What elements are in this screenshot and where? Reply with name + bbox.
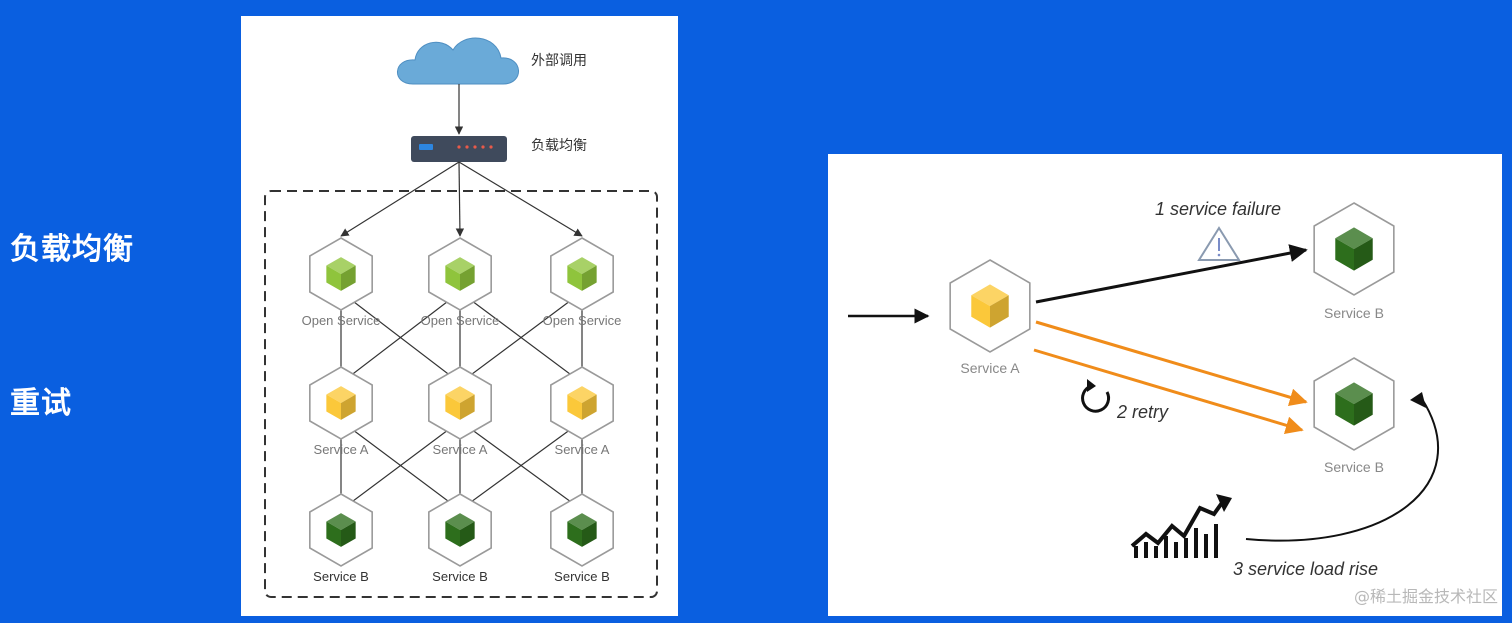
service-a-node <box>949 259 1031 353</box>
routing-arrow <box>458 161 583 237</box>
service-a-node <box>550 366 614 440</box>
retry-svg: 1 service failure 2 retry 3 service load… <box>848 199 1440 579</box>
service-b-node <box>1313 202 1395 296</box>
service-b-label: Service B <box>313 569 369 584</box>
retry-arrow <box>1035 320 1308 407</box>
service-b-label: Service B <box>1324 305 1384 321</box>
warning-icon <box>1197 226 1241 261</box>
load-rise-arrow <box>1245 398 1440 542</box>
watermark: @稀土掘金技术社区 <box>1353 587 1498 606</box>
step-failure-text: 1 service failure <box>1155 199 1281 219</box>
label-load-balancing: 负载均衡 <box>10 232 134 267</box>
service-b-label: Service B <box>432 569 488 584</box>
load-rise-arrowhead <box>1410 392 1426 408</box>
step-load-text: 3 service load rise <box>1233 559 1378 579</box>
service-a-label: Service A <box>314 442 369 457</box>
routing-arrow <box>459 420 583 511</box>
cloud-label: 外部调用 <box>531 53 587 69</box>
open-service-node <box>309 237 373 311</box>
cloud-icon <box>397 37 519 85</box>
load-balancing-svg: 外部调用 负载均衡 Open Service Open Service Open… <box>264 37 658 598</box>
open-service-label: Open Service <box>302 313 381 328</box>
service-b-label: Service B <box>1324 459 1384 475</box>
service-b-label: Service B <box>554 569 610 584</box>
service-a-node <box>309 366 373 440</box>
service-b-node <box>1313 357 1395 451</box>
label-retry: 重试 <box>10 386 72 421</box>
service-b-node <box>309 493 373 567</box>
routing-arrow <box>340 161 460 237</box>
routing-arrow <box>340 420 461 511</box>
routing-arrow <box>340 291 461 384</box>
trend-up-icon <box>1130 494 1232 558</box>
service-a-label: Service A <box>960 360 1020 376</box>
load-balancing-diagram: 外部调用 负载均衡 Open Service Open Service Open… <box>241 16 678 616</box>
routing-arrow <box>459 291 583 384</box>
open-service-node <box>428 237 492 311</box>
load-balancer-icon <box>411 136 507 162</box>
retry-arrow <box>1033 348 1304 434</box>
service-b-node <box>550 493 614 567</box>
open-service-label: Open Service <box>421 313 500 328</box>
service-a-node <box>428 366 492 440</box>
retry-icon <box>1081 379 1111 413</box>
failure-arrow <box>1035 244 1308 304</box>
open-service-label: Open Service <box>543 313 622 328</box>
cluster-boundary <box>264 190 658 598</box>
service-b-node <box>428 493 492 567</box>
retry-diagram: 1 service failure 2 retry 3 service load… <box>828 154 1502 616</box>
balancer-label: 负载均衡 <box>531 138 587 154</box>
routing-arrow <box>455 161 465 237</box>
open-service-node <box>550 237 614 311</box>
service-a-label: Service A <box>555 442 610 457</box>
service-a-label: Service A <box>433 442 488 457</box>
step-retry-text: 2 retry <box>1116 402 1169 422</box>
